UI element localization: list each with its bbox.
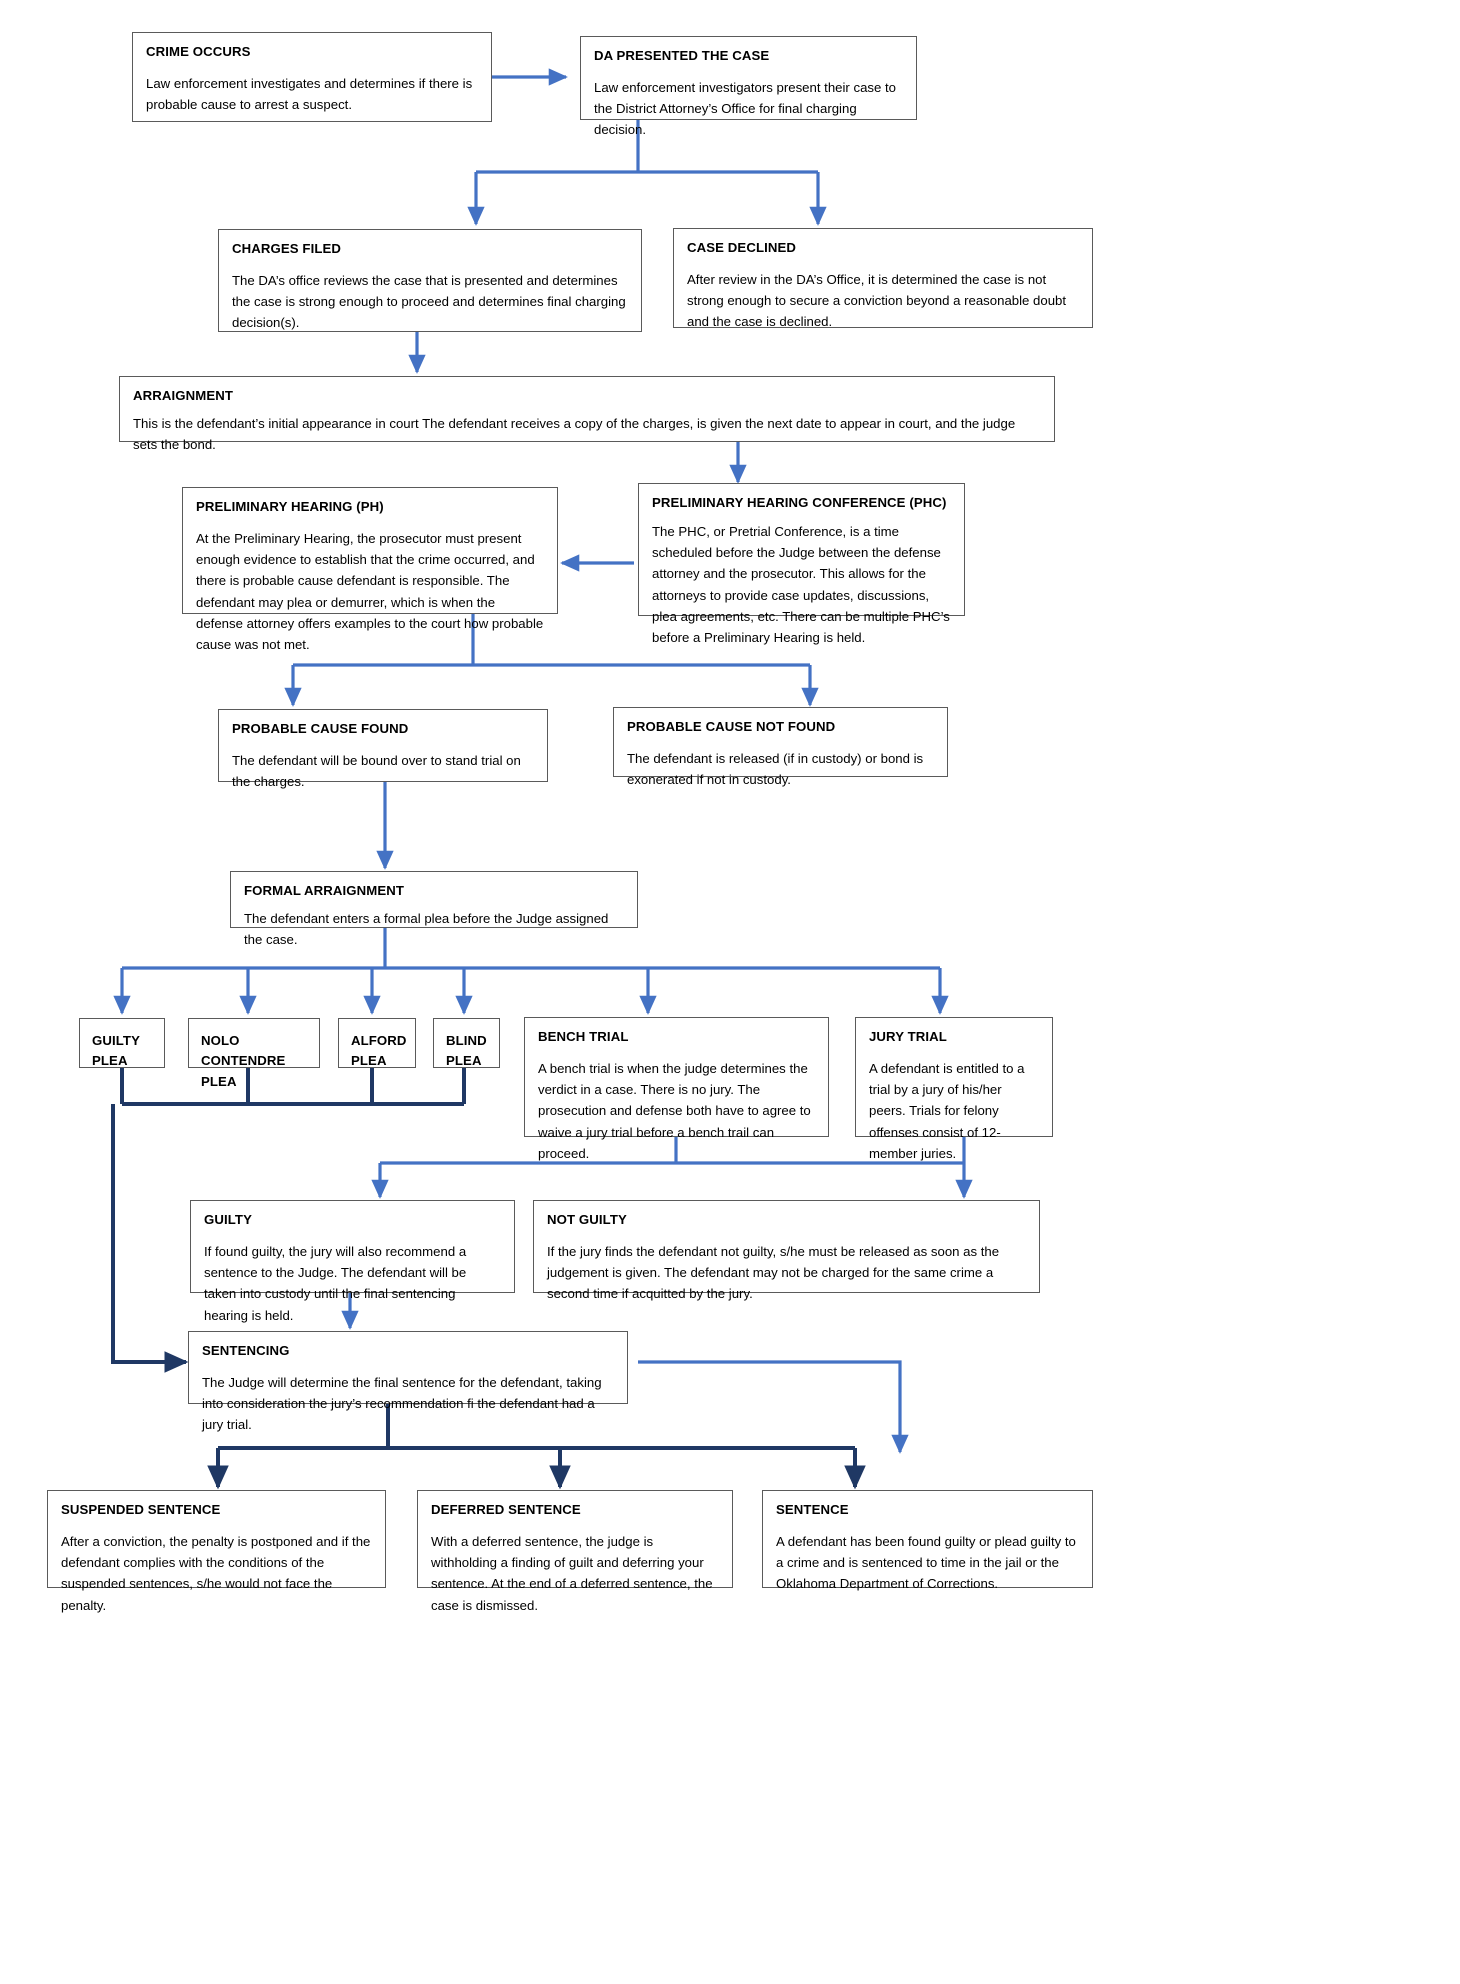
node-body: If the jury finds the defendant not guil… — [547, 1243, 1000, 1302]
node-title: PRELIMINARY HEARING (PH) — [196, 499, 384, 514]
node-jury-trial[interactable]: JURY TRIAL A defendant is entitled to a … — [855, 1017, 1053, 1161]
node-title: CHARGES FILED — [232, 241, 342, 256]
node-title: ALFORD PLEA — [351, 1033, 407, 1069]
node-body: The defendant enters a formal plea befor… — [244, 910, 609, 947]
node-body: With a deferred sentence, the judge is w… — [431, 1533, 713, 1613]
edge-plea-trunk-to-sentencing — [111, 1104, 189, 1373]
node-body: The defendant will be bound over to stan… — [232, 752, 521, 789]
node-preliminary-hearing[interactable]: PRELIMINARY HEARING (PH) At the Prelimin… — [182, 487, 558, 652]
node-sentencing[interactable]: SENTENCING The Judge will determine the … — [188, 1331, 628, 1432]
node-probable-cause-not-found[interactable]: PROBABLE CAUSE NOT FOUND The defendant i… — [613, 707, 948, 787]
node-formal-arraignment[interactable]: FORMAL ARRAIGNMENT The defendant enters … — [230, 871, 638, 947]
node-title: GUILTY — [204, 1212, 252, 1227]
node-not-guilty[interactable]: NOT GUILTY If the jury finds the defenda… — [533, 1200, 1040, 1301]
node-deferred-sentence[interactable]: DEFERRED SENTENCE With a deferred senten… — [417, 1490, 733, 1613]
node-alford-plea[interactable]: ALFORD PLEA — [338, 1018, 416, 1068]
node-bench-trial[interactable]: BENCH TRIAL A bench trial is when the ju… — [524, 1017, 829, 1161]
node-body: If found guilty, the jury will also reco… — [204, 1243, 467, 1323]
node-body: The PHC, or Pretrial Conference, is a ti… — [652, 523, 950, 646]
edge-sentencing-to-sentence — [638, 1360, 909, 1454]
node-guilty-plea[interactable]: GUILTY PLEA — [79, 1018, 165, 1068]
node-sentence[interactable]: SENTENCE A defendant has been found guil… — [762, 1490, 1093, 1591]
node-arraignment[interactable]: ARRAIGNMENT This is the defendant’s init… — [119, 376, 1055, 452]
node-title: DEFERRED SENTENCE — [431, 1502, 581, 1517]
node-body: The Judge will determine the final sente… — [202, 1374, 602, 1433]
node-guilty[interactable]: GUILTY If found guilty, the jury will al… — [190, 1200, 515, 1323]
node-suspended-sentence[interactable]: SUSPENDED SENTENCE After a conviction, t… — [47, 1490, 386, 1613]
node-body: A defendant has been found guilty or ple… — [776, 1533, 1076, 1592]
node-da-presented-the-case[interactable]: DA PRESENTED THE CASE Law enforcement in… — [580, 36, 917, 137]
node-body: At the Preliminary Hearing, the prosecut… — [196, 530, 544, 653]
node-body: The DA’s office reviews the case that is… — [232, 272, 626, 331]
node-body: A bench trial is when the judge determin… — [538, 1060, 811, 1162]
node-title: CASE DECLINED — [687, 240, 797, 255]
node-title: BLIND PLEA — [446, 1033, 487, 1069]
node-title: CRIME OCCURS — [146, 44, 251, 59]
node-title: ARRAIGNMENT — [133, 388, 233, 403]
node-body: This is the defendant’s initial appearan… — [133, 415, 1016, 452]
node-body: After review in the DA’s Office, it is d… — [687, 271, 1067, 330]
node-body: A defendant is entitled to a trial by a … — [869, 1060, 1025, 1162]
node-title: JURY TRIAL — [869, 1029, 947, 1044]
node-title: BENCH TRIAL — [538, 1029, 629, 1044]
node-title: PRELIMINARY HEARING CONFERENCE (PHC) — [652, 495, 947, 510]
node-preliminary-hearing-conference[interactable]: PRELIMINARY HEARING CONFERENCE (PHC) The… — [638, 483, 965, 645]
node-probable-cause-found[interactable]: PROBABLE CAUSE FOUND The defendant will … — [218, 709, 548, 789]
node-charges-filed[interactable]: CHARGES FILED The DA’s office reviews th… — [218, 229, 642, 332]
node-body: Law enforcement investigators present th… — [594, 79, 897, 138]
node-nolo-contendre-plea[interactable]: NOLO CONTENDRE PLEA — [188, 1018, 320, 1089]
node-title: SENTENCING — [202, 1343, 290, 1358]
node-title: NOT GUILTY — [547, 1212, 627, 1227]
node-title: SENTENCE — [776, 1502, 849, 1517]
node-title: DA PRESENTED THE CASE — [594, 48, 770, 63]
node-title: FORMAL ARRAIGNMENT — [244, 883, 405, 898]
node-body: The defendant is released (if in custody… — [627, 750, 924, 787]
node-title: NOLO CONTENDRE PLEA — [201, 1033, 286, 1089]
node-body: Law enforcement investigates and determi… — [146, 75, 473, 112]
node-title: PROBABLE CAUSE FOUND — [232, 721, 409, 736]
node-title: SUSPENDED SENTENCE — [61, 1502, 221, 1517]
node-title: GUILTY PLEA — [92, 1033, 140, 1069]
node-case-declined[interactable]: CASE DECLINED After review in the DA’s O… — [673, 228, 1093, 329]
node-body: After a conviction, the penalty is postp… — [61, 1533, 371, 1613]
node-title: PROBABLE CAUSE NOT FOUND — [627, 719, 836, 734]
node-crime-occurs[interactable]: CRIME OCCURS Law enforcement investigate… — [132, 32, 492, 122]
node-blind-plea[interactable]: BLIND PLEA — [433, 1018, 500, 1068]
